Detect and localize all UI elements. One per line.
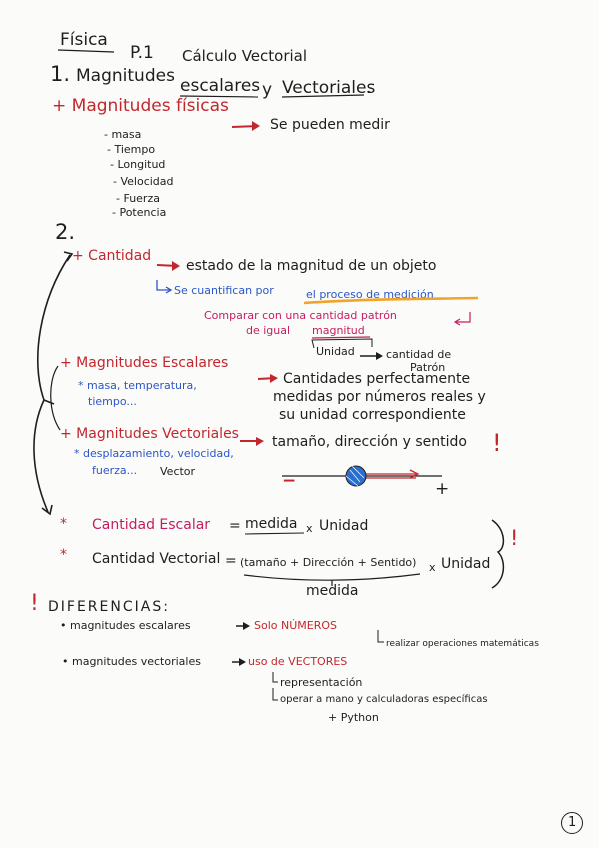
escalar-medida: medida <box>245 516 298 532</box>
dif-escalares-label: • magnitudes escalares <box>60 619 191 632</box>
proceso-medicion-text: el proceso de medición <box>306 288 434 301</box>
comparar-line2-magnitud: magnitud <box>312 324 365 337</box>
escalares-def-line3: su unidad correspondiente <box>279 407 466 423</box>
escalares-def-line1: Cantidades perfectamente <box>283 371 471 387</box>
escalar-bullet: * <box>60 516 67 532</box>
dif-vectoriales-sub3: + Python <box>328 711 379 724</box>
vectorial-equals: = <box>225 553 237 569</box>
dif-vectoriales-value: uso de VECTORES <box>248 655 348 668</box>
list-item: - Velocidad <box>113 175 174 188</box>
vectoriales-examples-line1: * desplazamiento, velocidad, <box>74 447 234 460</box>
escalares-examples-line2: tiempo... <box>88 395 137 408</box>
formulas-brace <box>491 519 505 589</box>
dif-vectoriales-sub1: representación <box>280 676 363 689</box>
vector-sphere <box>345 465 367 487</box>
header-underline <box>57 49 115 53</box>
comparar-line2-pre: de igual <box>246 324 291 337</box>
section1-title-pre: Magnitudes <box>76 66 175 86</box>
vectorial-unidad: Unidad <box>441 556 491 572</box>
diferencias-title: DIFERENCIAS: <box>48 599 170 615</box>
section1-title-end: . <box>366 78 372 98</box>
vectoriales-examples-line2: fuerza... <box>92 464 138 477</box>
cuantifican-text: Se cuantifican por <box>174 284 274 297</box>
fisicas-label: + Magnitudes físicas <box>52 96 229 116</box>
dif-vectoriales-sub2: operar a mano y calculadoras específicas <box>280 694 488 705</box>
dif-escalares-sub: realizar operaciones matemáticas <box>386 639 539 649</box>
list-item: - Fuerza <box>116 192 160 205</box>
proceso-underline <box>303 296 479 305</box>
plus-sign: + <box>435 479 450 499</box>
page-number-circle: 1 <box>561 812 583 834</box>
vectorial-paren: (tamaño + Dirección + Sentido) <box>240 556 417 569</box>
list-item: - Longitud <box>110 158 166 171</box>
header-topic: Cálculo Vectorial <box>182 47 308 65</box>
fisicas-arrowhead <box>252 121 260 131</box>
vectorial-medida: medida <box>306 583 359 599</box>
section1-title-vectoriales: Vectoriales <box>282 78 376 98</box>
unidad-def-line2: Patrón <box>410 361 446 374</box>
escalares-underline <box>179 95 259 98</box>
fisicas-definition: Se pueden medir <box>270 117 390 133</box>
formulas-exclaim: ! <box>510 526 519 550</box>
escalar-unidad: Unidad <box>319 518 369 534</box>
list-item: - masa <box>104 128 142 141</box>
vectorial-bullet: * <box>60 547 67 563</box>
section1-title-escalares: escalares <box>180 76 261 96</box>
minus-sign: − <box>282 471 297 491</box>
cuantifican-arrow <box>156 280 170 291</box>
escalar-times: x <box>306 522 313 535</box>
vectoriales-underline <box>281 94 365 98</box>
unidad-def-line1: cantidad de <box>386 348 452 361</box>
header-practice: P.1 <box>130 43 154 63</box>
escalares-label: + Magnitudes Escalares <box>60 355 229 371</box>
dif-vectoriales-label: • magnitudes vectoriales <box>62 655 201 668</box>
vectoriales-definition: tamaño, dirección y sentido <box>272 434 467 450</box>
vector-word: Vector <box>160 465 196 478</box>
vectoriales-exclaim: ! <box>492 429 502 457</box>
escalares-examples-line1: * masa, temperatura, <box>78 379 197 392</box>
vectorial-label: Cantidad Vectorial <box>92 551 221 567</box>
unidad-bracket <box>311 338 373 349</box>
header-subject: Física <box>60 30 108 50</box>
list-item: - Potencia <box>112 206 167 219</box>
diferencias-exclaim: ! <box>30 591 39 616</box>
section1-number: 1. <box>50 62 71 86</box>
comparar-line1: Comparar con una cantidad patrón <box>204 309 397 322</box>
vectorial-times: x <box>429 561 436 574</box>
escalar-equals: = <box>229 518 241 534</box>
cantidad-arrowhead <box>172 261 180 271</box>
section2-number: 2. <box>55 220 76 244</box>
cantidad-definition: estado de la magnitud de un objeto <box>186 258 437 274</box>
list-item: - Tiempo <box>107 143 156 156</box>
unidad-label: Unidad <box>316 345 355 358</box>
cantidad-label: + Cantidad <box>72 248 152 264</box>
section2-brace <box>33 254 71 513</box>
escalares-def-line2: medidas por números reales y <box>273 389 486 405</box>
dif-escalares-value: Solo NÚMEROS <box>254 619 337 632</box>
medida-brace <box>243 573 421 581</box>
vectoriales-label: + Magnitudes Vectoriales <box>60 426 239 442</box>
section1-title-y: y <box>262 80 273 100</box>
page-number: 1 <box>568 815 577 830</box>
magnitud-underline <box>311 336 371 339</box>
escalar-label: Cantidad Escalar <box>92 517 211 533</box>
